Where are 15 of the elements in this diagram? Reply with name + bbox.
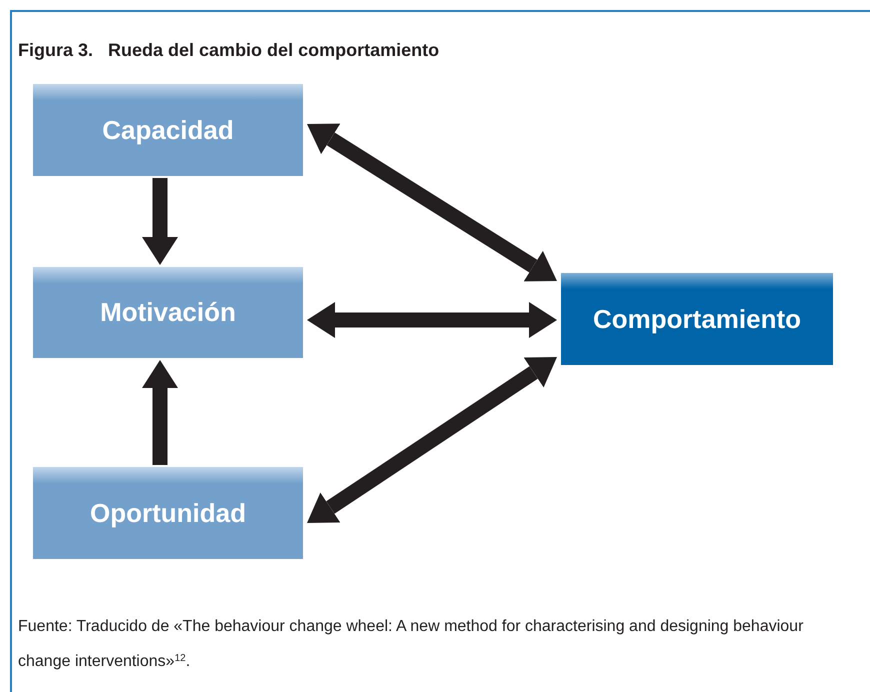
process-box <box>33 84 303 176</box>
box-label: Motivación <box>100 296 236 329</box>
figure-title: Figura 3. Rueda del cambio del comportamiento <box>18 39 440 62</box>
process-box <box>33 267 303 358</box>
box-label: Capacidad <box>102 114 234 146</box>
source-caption: Fuente: Traducido de «The behaviour change wheel: A new method for characterising and designing behaviour change interventions»$^{12}$. <box>18 617 804 672</box>
double-arrow <box>307 302 557 338</box>
process-box <box>561 273 833 365</box>
box-label: Oportunidad <box>90 496 246 530</box>
double-arrow <box>307 357 557 523</box>
process-box <box>33 467 303 559</box>
box-label: Comportamiento <box>593 302 801 336</box>
double-arrow <box>142 178 178 265</box>
double-arrow <box>307 124 557 282</box>
double-arrow <box>142 360 178 465</box>
